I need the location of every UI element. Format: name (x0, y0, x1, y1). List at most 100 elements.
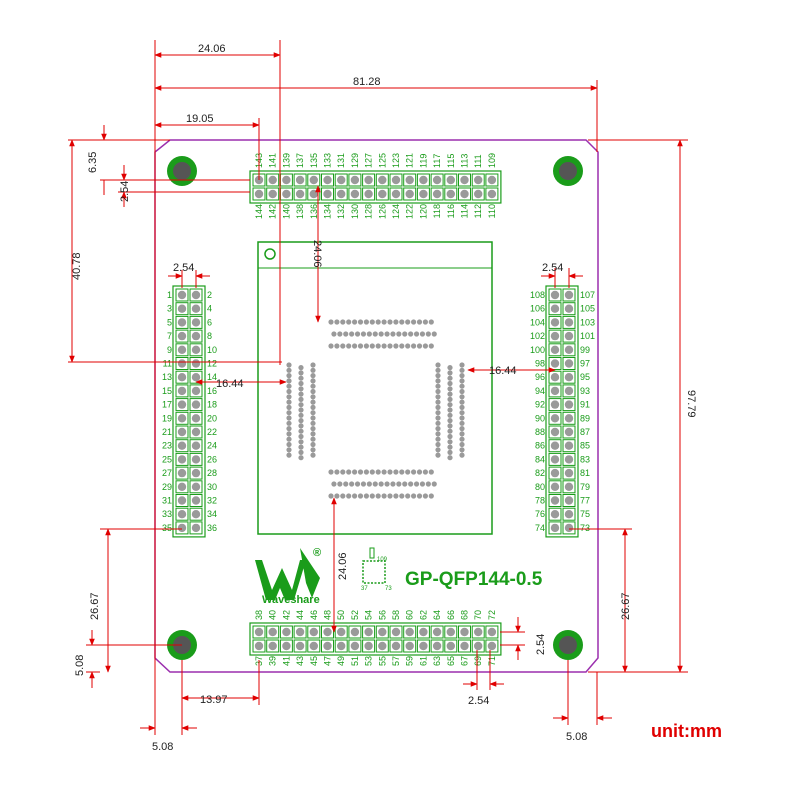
header-pin (550, 318, 560, 327)
qfp-pad (411, 469, 417, 475)
qfp-pad (375, 493, 381, 499)
pin-number: 44 (295, 610, 305, 620)
pin-number: 99 (580, 345, 590, 355)
pin-number: 139 (281, 153, 291, 168)
header-pin (550, 386, 560, 396)
header-pin (254, 641, 264, 651)
qfp-pad (337, 331, 343, 337)
header-pin (309, 627, 318, 637)
qfp-pad (298, 449, 304, 455)
qfp-pad (286, 394, 292, 400)
pin-number: 36 (207, 523, 217, 533)
header-pin (564, 414, 574, 423)
qfp-pad (459, 388, 465, 395)
qfp-pad (286, 426, 292, 432)
pin-number: 116 (446, 204, 456, 218)
pin-number: 52 (350, 610, 360, 620)
qfp-pad (405, 469, 411, 475)
qfp-pad (334, 319, 340, 325)
dimension-lines (68, 40, 688, 735)
chip-icon-pin-37: 37 (361, 586, 368, 592)
pin-number: 93 (580, 386, 590, 396)
qfp-pad (346, 319, 352, 325)
header-pin (254, 189, 264, 199)
pin-number: 80 (535, 482, 545, 492)
qfp-pad (459, 404, 465, 410)
dim-16-44-right: 16.44 (489, 365, 517, 377)
pin-number: 107 (580, 290, 595, 300)
pin-number: 96 (535, 372, 545, 382)
pin-number: 71 (487, 656, 497, 666)
qfp-pad (390, 331, 396, 337)
chip-icon-pin-73: 73 (385, 586, 392, 592)
qfp-pad (286, 373, 292, 379)
qfp-pad (286, 383, 292, 389)
header-pin (432, 175, 442, 185)
pin-number: 67 (460, 656, 470, 666)
qfp-pad (416, 493, 423, 499)
header-pin (177, 468, 187, 478)
qfp-pad (435, 373, 441, 379)
qfp-pad (357, 319, 364, 325)
header-pin (550, 400, 560, 409)
qfp-pad (447, 370, 453, 376)
header-pin (419, 175, 428, 185)
pin-number: 32 (207, 496, 217, 506)
qfp-pad (459, 383, 465, 389)
header-pin (177, 331, 187, 341)
header-pin (350, 189, 360, 199)
pin-number: 66 (446, 610, 456, 620)
unit-label: unit:mm (651, 721, 722, 741)
pin-number: 3 (167, 304, 172, 314)
pin-number: 72 (487, 610, 497, 620)
qfp-pad (369, 343, 375, 349)
pin-number: 43 (295, 656, 305, 666)
qfp-pad (435, 420, 441, 426)
qfp-pad (369, 319, 375, 325)
pin-number: 27 (162, 468, 172, 478)
header-pin (177, 359, 187, 368)
pin-number: 64 (432, 610, 442, 620)
pin-number: 115 (446, 154, 456, 168)
dim-2-54-right: 2.54 (542, 262, 563, 274)
qfp-pad (435, 436, 441, 442)
pin-number: 24 (207, 441, 217, 451)
pin-number: 100 (530, 345, 545, 355)
header-pin (460, 189, 469, 199)
pin-number: 73 (580, 523, 590, 533)
qfp-pad (393, 469, 399, 475)
qfp-pad (310, 410, 316, 416)
header-pin (191, 331, 201, 341)
qfp-pad (343, 481, 349, 487)
qfp-pad (447, 402, 453, 408)
qfp-pad (408, 331, 414, 337)
pin-number: 124 (391, 204, 401, 219)
pin-number: 136 (309, 204, 319, 219)
header-pin (378, 641, 387, 651)
header-pin (364, 175, 373, 185)
pin-number: 128 (364, 204, 374, 219)
qfp-pad (408, 481, 414, 487)
qfp-pad (286, 410, 292, 416)
qfp-pad (286, 399, 292, 405)
pin-number: 7 (167, 331, 172, 341)
pin-number: 142 (268, 204, 278, 219)
waveshare-logo-mark (255, 548, 320, 600)
pin-number: 39 (268, 656, 278, 666)
pin-number: 77 (580, 496, 590, 506)
qfp-pad (399, 469, 405, 475)
qfp-pad (459, 399, 465, 405)
qfp-pad (447, 365, 453, 371)
qfp-pad (447, 433, 453, 440)
qfp-pad (298, 455, 304, 461)
header-pin (460, 627, 469, 637)
pin-number: 84 (535, 454, 545, 464)
dim-2-54-bottomright: 2.54 (535, 634, 547, 655)
qfp-pad (366, 481, 372, 487)
pin-number: 75 (580, 509, 590, 519)
pin-number: 19 (162, 413, 172, 423)
header-pin (323, 189, 332, 199)
qfp-pad (369, 469, 375, 475)
pin-number: 54 (364, 610, 374, 620)
